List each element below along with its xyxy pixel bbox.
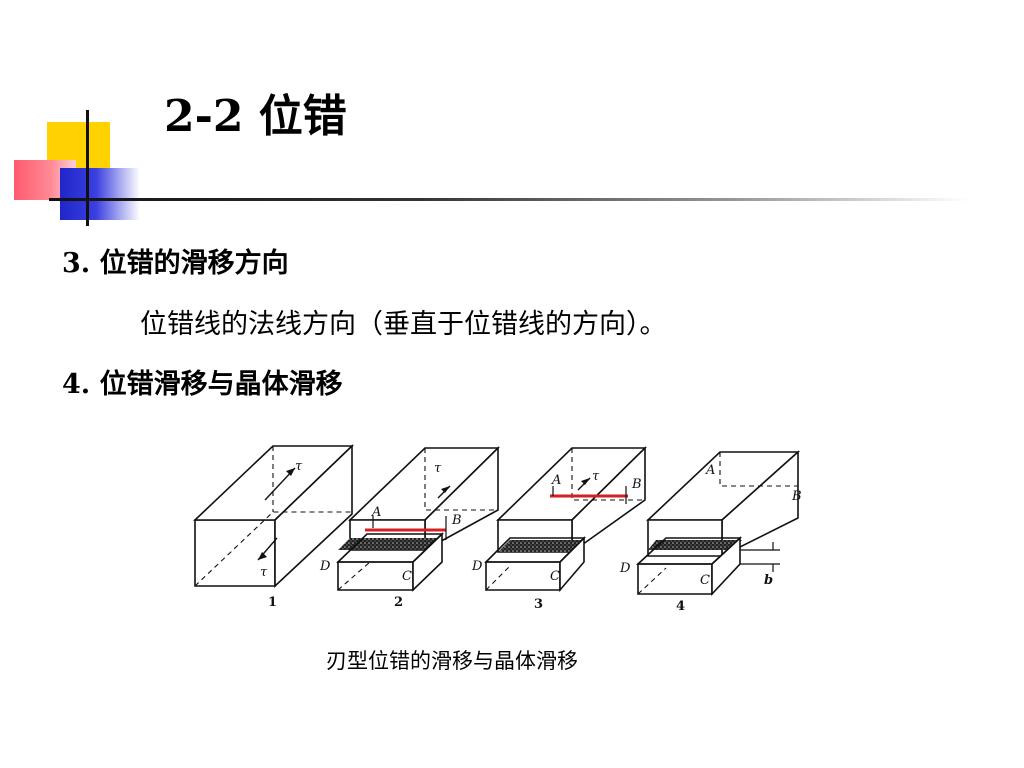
panel-4-label-b-burgers: b: [764, 573, 773, 588]
panel-2-number: 2: [394, 595, 403, 610]
panel-3-number: 3: [534, 597, 543, 612]
panel-2-label-b: B: [451, 513, 462, 528]
panel-2-label-c: C: [402, 569, 412, 584]
panel-3-label-a: A: [551, 473, 561, 488]
decor-blue-square: [60, 168, 140, 220]
panel-2-label-d: D: [319, 559, 331, 574]
dislocation-slip-figure: τ τ 1 τ A B D C 2: [192, 444, 802, 614]
section-3-text: 位错线的法线方向（垂直于位错线的方向）。: [140, 309, 667, 340]
panel-1: [192, 444, 354, 588]
section-4-heading: 4. 位错滑移与晶体滑移: [62, 369, 343, 400]
panel-4-label-c: C: [700, 573, 710, 588]
figure-caption: 刃型位错的滑移与晶体滑移: [326, 649, 578, 673]
panel-4-label-d: D: [619, 561, 631, 576]
decor-vertical-line: [86, 110, 89, 226]
panel-3-label-c: C: [550, 569, 560, 584]
panel-4-label-b: B: [791, 489, 802, 504]
panel-2: [336, 446, 500, 592]
panel-3-label-b: B: [631, 477, 642, 492]
panel-1-number: 1: [268, 595, 277, 610]
panel-3-label-d: D: [471, 559, 483, 574]
panel-2-tau: τ: [434, 461, 442, 476]
panel-4-label-a: A: [705, 463, 715, 478]
panel-3-tau: τ: [592, 469, 600, 484]
panel-1-tau-bottom: τ: [260, 565, 268, 580]
panel-3: [484, 446, 647, 593]
panel-1-tau-top: τ: [295, 459, 303, 474]
panel-4: [635, 450, 801, 597]
panel-4-number: 4: [676, 599, 685, 614]
section-3-heading: 3. 位错的滑移方向: [62, 248, 289, 279]
slide-title: 2-2 位错: [164, 91, 347, 142]
panel-2-label-a: A: [371, 505, 381, 520]
title-underline: [49, 198, 969, 201]
